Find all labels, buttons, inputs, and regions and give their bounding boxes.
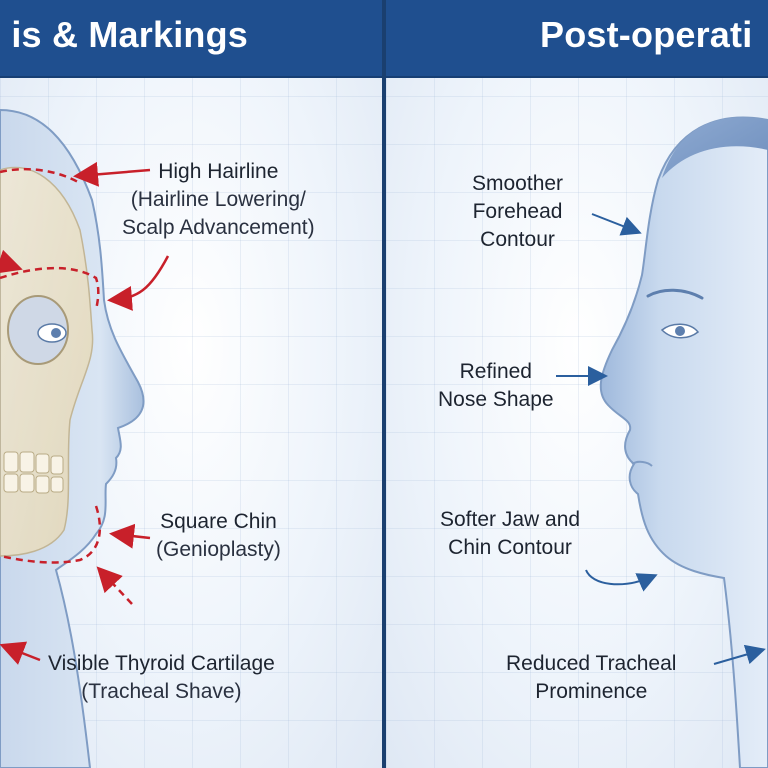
head-silhouette	[599, 116, 768, 768]
annotation-high-hairline: High Hairline (Hairline Lowering/ Scalp …	[122, 160, 315, 239]
right-panel-post-operative: Smoother Forehead Contour Refined Nose S…	[386, 0, 768, 768]
right-panel-title: Post-operati	[540, 14, 753, 55]
right-panel-header: Post-operati	[386, 0, 768, 78]
annotation-arrows	[556, 213, 766, 665]
left-panel-title: is & Markings	[11, 14, 248, 55]
teeth	[3, 451, 64, 494]
annotation-tracheal-prominence: Reduced Tracheal Prominence	[506, 652, 677, 703]
annotation-nose-shape: Refined Nose Shape	[438, 360, 554, 411]
pre-op-face-illustration	[0, 108, 170, 768]
left-panel-analysis: High Hairline (Hairline Lowering/ Scalp …	[0, 0, 382, 768]
annotation-thyroid-cartilage: Visible Thyroid Cartilage (Tracheal Shav…	[48, 652, 275, 703]
surgical-markings	[0, 167, 102, 564]
lips	[631, 460, 653, 467]
hair	[662, 117, 768, 178]
post-op-face-illustration	[556, 116, 768, 768]
annotation-forehead-contour: Smoother Forehead Contour	[472, 172, 564, 251]
annotation-jaw-chin-contour: Softer Jaw and Chin Contour	[440, 508, 581, 559]
eyebrow	[646, 288, 704, 300]
panel-divider	[382, 0, 386, 768]
left-panel-header: is & Markings	[0, 0, 382, 78]
annotation-square-chin: Square Chin (Genioplasty)	[156, 510, 281, 561]
annotation-arrows	[0, 161, 170, 665]
